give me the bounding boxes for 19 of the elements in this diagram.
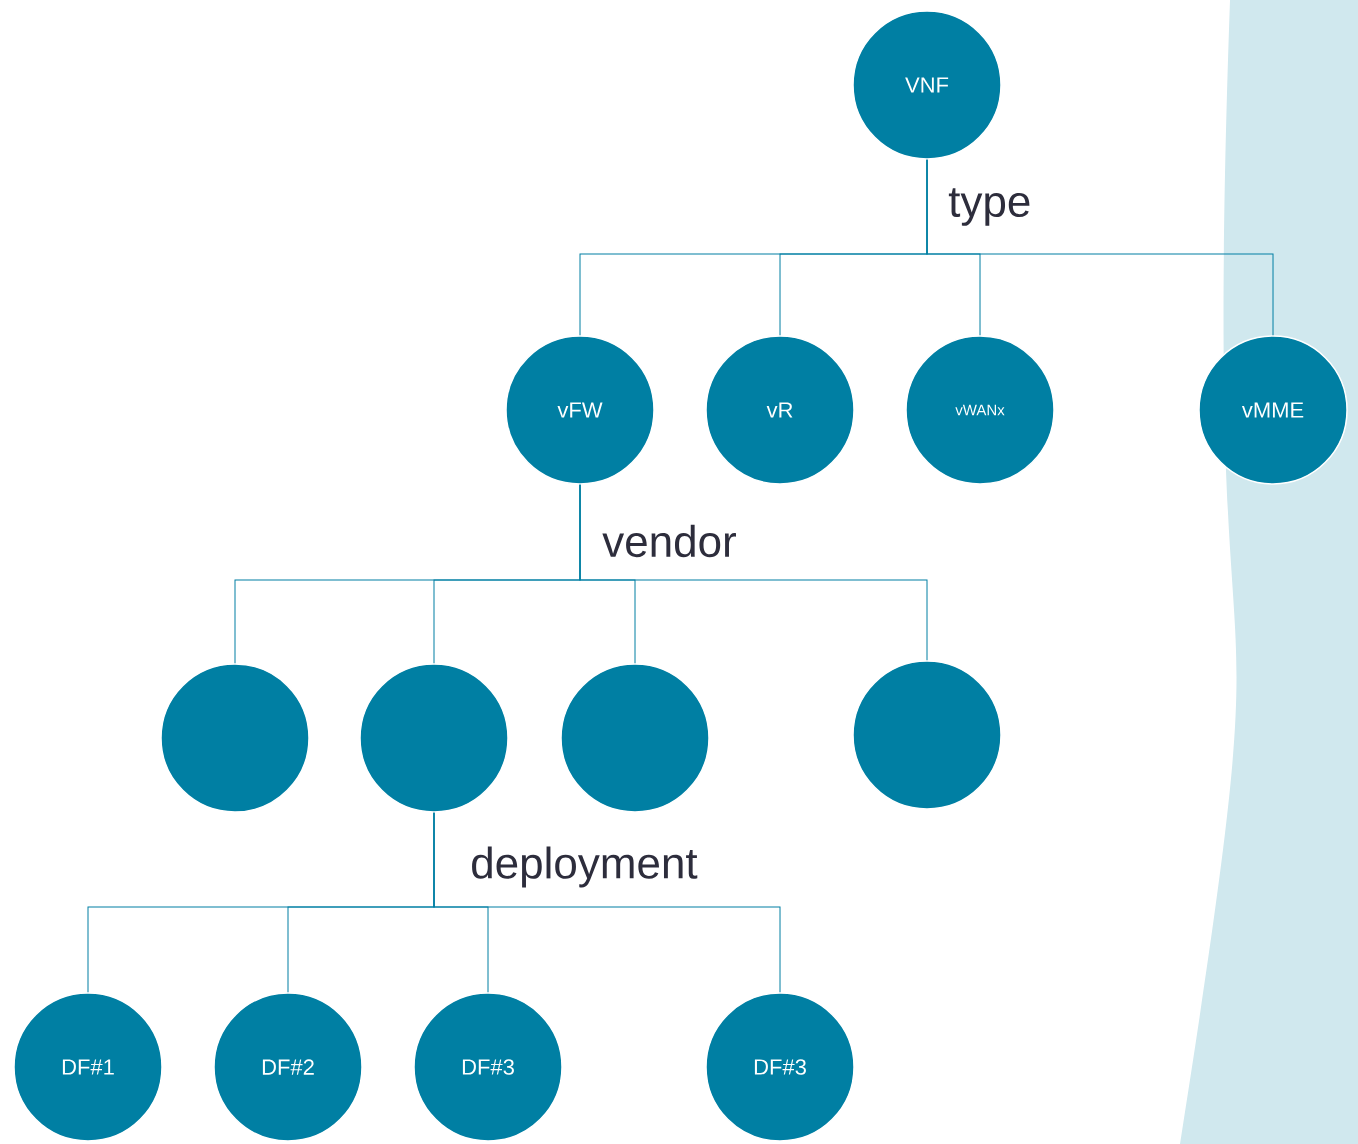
connector — [433, 812, 781, 993]
circle-node: vFW — [505, 335, 655, 485]
circle-node — [359, 663, 509, 813]
circle-node — [560, 663, 710, 813]
circle-node: DF#3 — [413, 992, 563, 1142]
circle-node — [160, 663, 310, 813]
circle-node: DF#3 — [705, 992, 855, 1142]
circle-node: DF#1 — [13, 992, 163, 1142]
level-label: type — [948, 188, 1030, 226]
circle-node — [852, 660, 1002, 810]
connector — [926, 159, 1274, 336]
level-label: vendor — [602, 524, 736, 558]
level-label: deployment — [472, 846, 698, 888]
circle-node: DF#2 — [213, 992, 363, 1142]
connector — [579, 484, 928, 661]
circle-node: vMME — [1198, 335, 1348, 485]
circle-node: vR — [705, 335, 855, 485]
circle-node: VNF — [852, 10, 1002, 160]
circle-node: vWANx — [905, 335, 1055, 485]
